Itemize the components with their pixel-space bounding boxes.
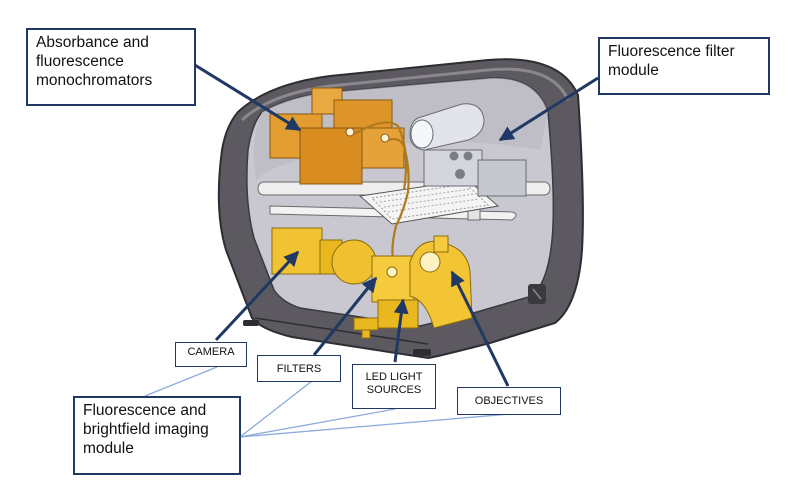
objective-post [433, 235, 449, 253]
label-imaging-line-2: brightfield imaging [83, 420, 209, 438]
led-mount [377, 299, 419, 329]
label-imaging-module: Fluorescence and brightfield imaging mod… [73, 396, 241, 475]
fiber-cable-a [353, 121, 408, 191]
label-led-line-2: SOURCES [366, 384, 422, 397]
label-monochromators: Absorbance and fluorescence monochromato… [26, 28, 196, 106]
microplate [358, 179, 500, 225]
label-objectives-text: OBJECTIVES [474, 395, 544, 407]
connector-camera [144, 366, 218, 397]
label-imaging-line-1: Fluorescence and [83, 402, 207, 419]
label-monochromators-line-3: monochromators [36, 71, 153, 89]
monochromator-port-a [345, 127, 355, 137]
label-camera-text: CAMERA [187, 346, 235, 358]
objective-turret [419, 251, 441, 273]
fiber-cables [353, 121, 410, 263]
filter-cube [371, 255, 415, 303]
fiber-cable-c [391, 191, 410, 263]
filter-module-hole-b [463, 151, 473, 161]
label-filter-module-line-2: module [608, 61, 659, 79]
camera-body [271, 227, 323, 275]
microplate-wells [370, 183, 490, 220]
filter-module-cylinder-face [410, 119, 434, 149]
arrow-led [393, 298, 409, 363]
fiber-cable-b [387, 138, 410, 193]
led-rail [353, 317, 379, 339]
label-filter-module-line-1: Fluorescence filter [608, 43, 735, 60]
connector-objectives [239, 413, 511, 438]
label-monochromators-line-2: fluorescence [36, 52, 124, 70]
label-imaging-line-3: module [83, 439, 134, 457]
side-port-slot [532, 288, 542, 300]
label-led-line-1: LED LIGHT [365, 371, 423, 383]
connector-led [239, 408, 396, 438]
label-filters-text: FILTERS [276, 363, 322, 375]
connector-lines [144, 366, 511, 438]
foot-left [243, 320, 259, 326]
label-filter-module: Fluorescence filter module [598, 37, 770, 95]
label-filters: FILTERS [257, 355, 341, 382]
filter-module-hole-c [455, 169, 465, 179]
filter-module [409, 103, 527, 197]
arrow-filter-module [498, 76, 599, 142]
filter-module-side [477, 159, 527, 197]
connector-filters [239, 380, 313, 438]
arrow-objectives [450, 270, 510, 387]
monochromator-port-b [380, 133, 390, 143]
pointer-arrows [189, 60, 599, 387]
foot-right [413, 349, 431, 356]
label-camera: CAMERA [175, 342, 247, 367]
arrow-monochromators [189, 60, 302, 132]
imaging-assembly [271, 227, 473, 339]
arrow-filters [312, 276, 378, 356]
monochromator-assembly [269, 87, 405, 185]
filter-cube-port [386, 266, 398, 278]
arrow-camera [214, 250, 300, 342]
label-monochromators-line-1: Absorbance and [36, 34, 149, 51]
microplate-wells-b [379, 188, 480, 213]
tube-lens [331, 239, 377, 285]
label-objectives: OBJECTIVES [457, 387, 561, 415]
label-led-light-sources: LED LIGHT SOURCES [352, 364, 436, 409]
filter-module-hole-a [449, 151, 459, 161]
monochromator-block-front [299, 127, 363, 185]
